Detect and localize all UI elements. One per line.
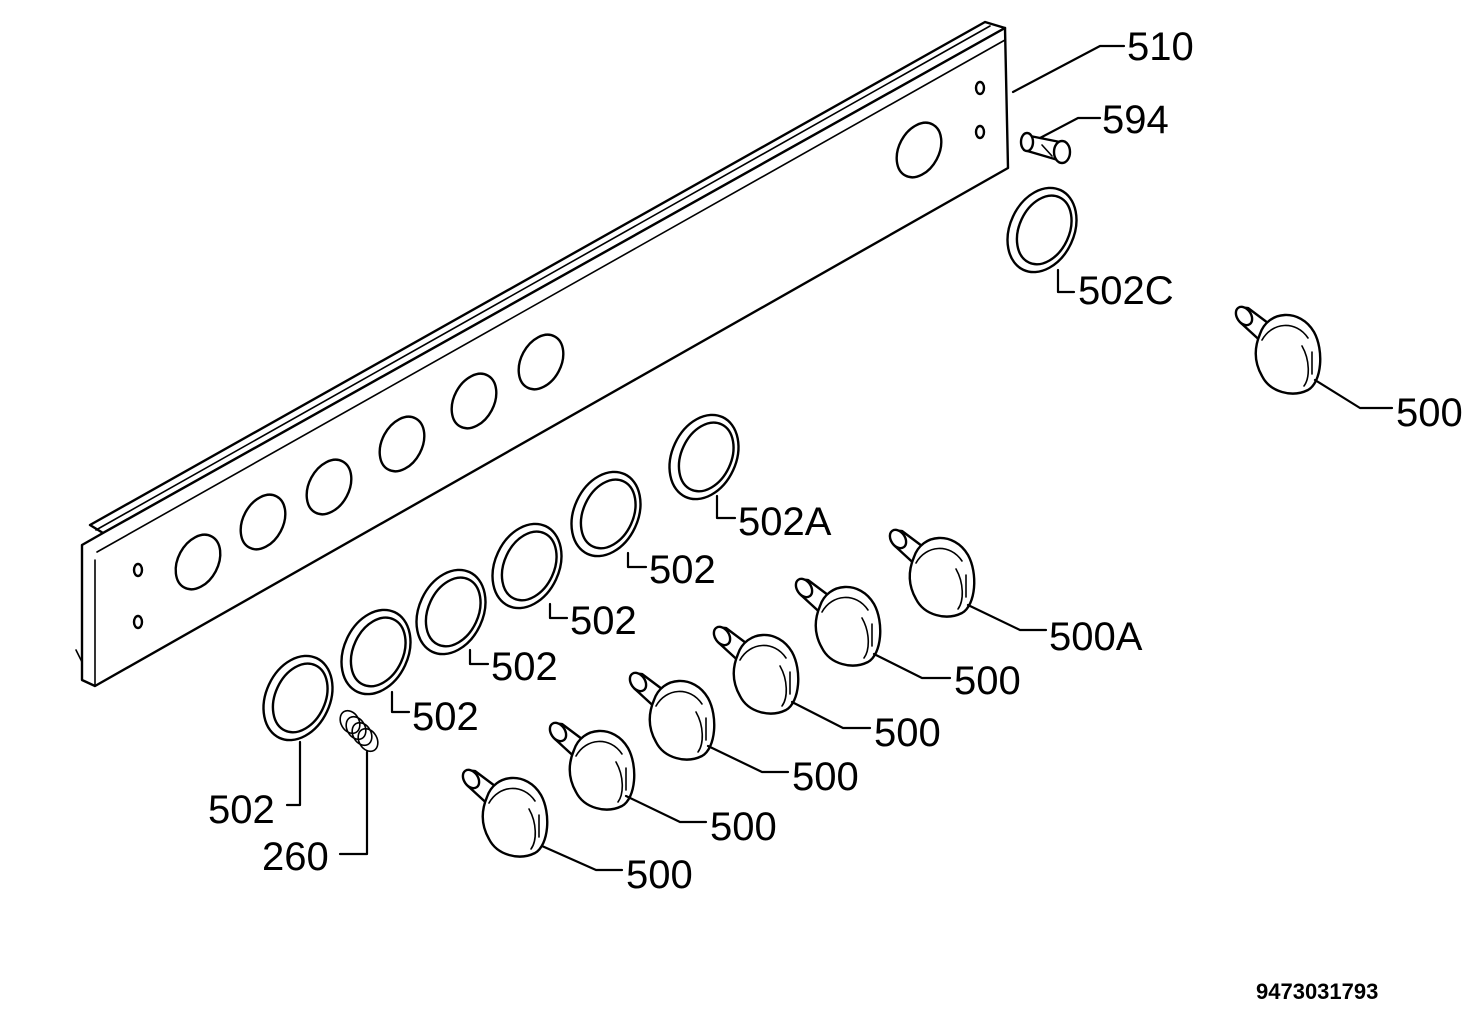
label-500-3: 500 — [792, 755, 859, 799]
ring-502-2 — [478, 511, 576, 621]
knob-500-5 — [458, 765, 549, 858]
ring-502-5 — [249, 643, 347, 753]
label-502-2: 502 — [570, 599, 637, 643]
knob-500-1 — [791, 574, 882, 667]
knob-500-right — [1231, 302, 1322, 395]
label-502c: 502C — [1078, 269, 1174, 313]
label-502-3: 502 — [491, 645, 558, 689]
label-500-right: 500 — [1396, 391, 1463, 435]
label-260: 260 — [262, 835, 329, 879]
label-500-5: 500 — [626, 853, 693, 897]
label-510: 510 — [1127, 25, 1194, 69]
label-502-4: 502 — [412, 695, 479, 739]
document-number: 9473031793 — [1256, 979, 1378, 1004]
knob-500a — [885, 525, 976, 618]
control-panel-510 — [75, 20, 1010, 688]
pin-594 — [1019, 131, 1072, 165]
label-500-2: 500 — [874, 711, 941, 755]
label-502-5: 502 — [208, 788, 275, 832]
label-594: 594 — [1102, 98, 1169, 142]
ring-502c — [993, 175, 1091, 285]
label-502a: 502A — [738, 500, 832, 544]
ring-502-3 — [402, 557, 500, 667]
knob-500-4 — [545, 718, 636, 811]
label-502-1: 502 — [649, 548, 716, 592]
ring-502a — [655, 402, 753, 512]
ring-502-1 — [557, 459, 655, 569]
ring-502-4 — [327, 597, 425, 707]
label-500-1: 500 — [954, 659, 1021, 703]
label-500-4: 500 — [710, 805, 777, 849]
leader-lines — [285, 44, 1394, 872]
knob-500-2 — [709, 622, 800, 715]
label-500a: 500A — [1049, 615, 1143, 659]
knob-500-3 — [625, 668, 716, 761]
spring-260 — [339, 709, 379, 753]
